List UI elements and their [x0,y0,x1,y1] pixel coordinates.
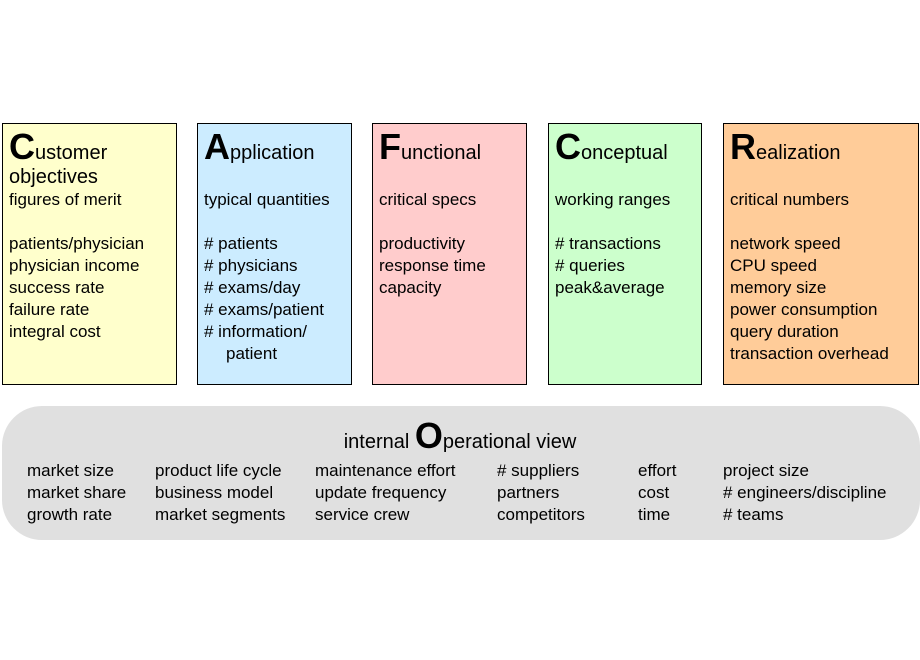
list-item: # patients [204,234,278,253]
operational-title-rest: perational view [442,431,577,453]
conceptual-items: # transactions # queries peak&average [555,233,701,299]
realization-initial: R [730,126,756,167]
list-item: project size [723,461,809,480]
application-box: Application typical quantities # patient… [197,123,352,385]
list-item: productivity [379,234,465,253]
list-item: market size [27,461,114,480]
list-item: query duration [730,322,839,341]
list-item: physician income [9,256,140,275]
list-item: market share [27,483,127,502]
list-item: # physicians [204,256,298,275]
functional-box-title: Functional [379,129,526,165]
functional-subtitle: critical specs [379,190,477,209]
list-item: # exams/patient [204,300,325,319]
application-title-rest: pplication [230,142,315,164]
functional-title-rest: unctional [401,142,482,164]
application-subtitle: typical quantities [204,190,330,209]
customer-title-line2: objectives [9,166,98,188]
list-item: business model [155,483,274,502]
operational-view-title: internal Operational view [0,416,920,462]
operational-column-project: project size # engineers/discipline # te… [723,460,887,526]
list-item: # teams [723,505,784,524]
list-item: integral cost [9,322,101,341]
list-item: success rate [9,278,105,297]
conceptual-box: Conceptual working ranges # transactions… [548,123,702,385]
application-box-title: Application [204,129,351,165]
list-item: patients/physician [9,234,145,253]
functional-items: productivity response time capacity [379,233,526,299]
operational-prefix: internal [343,431,415,453]
operational-column-suppliers: # suppliers partners competitors [497,460,585,526]
list-item: failure rate [9,300,90,319]
list-item: # transactions [555,234,661,253]
realization-title-rest: ealization [756,142,841,164]
conceptual-initial: C [555,126,581,167]
list-item: service crew [315,505,410,524]
list-item: cost [638,483,670,502]
list-item: # exams/day [204,278,301,297]
list-item: partners [497,483,560,502]
list-item: transaction overhead [730,344,889,363]
operational-column-market: market size market share growth rate [27,460,126,526]
operational-column-effort: effort cost time [638,460,676,526]
conceptual-title-rest: onceptual [581,142,668,164]
list-item: capacity [379,278,442,297]
operational-view-box [2,406,920,540]
realization-items: network speed CPU speed memory size powe… [730,233,918,365]
application-items: # patients # physicians # exams/day # ex… [204,233,351,365]
realization-subtitle: critical numbers [730,190,850,209]
customer-title-rest: ustomer [35,142,108,164]
operational-column-maintenance: maintenance effort update frequency serv… [315,460,456,526]
realization-box-title: Realization [730,129,918,165]
conceptual-box-title: Conceptual [555,129,701,165]
customer-initial: C [9,126,35,167]
list-item: memory size [730,278,827,297]
customer-subtitle: figures of merit [9,190,122,209]
list-item: patient [226,344,278,363]
list-item: # queries [555,256,625,275]
application-initial: A [204,126,230,167]
list-item: maintenance effort [315,461,456,480]
functional-box: Functional critical specs productivity r… [372,123,527,385]
list-item: product life cycle [155,461,282,480]
realization-box: Realization critical numbers network spe… [723,123,919,385]
list-item: peak&average [555,278,665,297]
list-item: growth rate [27,505,113,524]
list-item: effort [638,461,677,480]
list-item: # information/ [204,322,307,341]
list-item: time [638,505,671,524]
list-item: response time [379,256,486,275]
list-item: network speed [730,234,841,253]
customer-items: patients/physician physician income succ… [9,233,176,343]
operational-column-business: product life cycle business model market… [155,460,285,526]
operational-initial: O [414,415,443,456]
list-item: # suppliers [497,461,580,480]
conceptual-subtitle: working ranges [555,190,671,209]
list-item: competitors [497,505,585,524]
list-item: CPU speed [730,256,817,275]
list-item: # engineers/discipline [723,483,887,502]
list-item: market segments [155,505,286,524]
functional-initial: F [379,126,401,167]
list-item: power consumption [730,300,878,319]
list-item: update frequency [315,483,447,502]
